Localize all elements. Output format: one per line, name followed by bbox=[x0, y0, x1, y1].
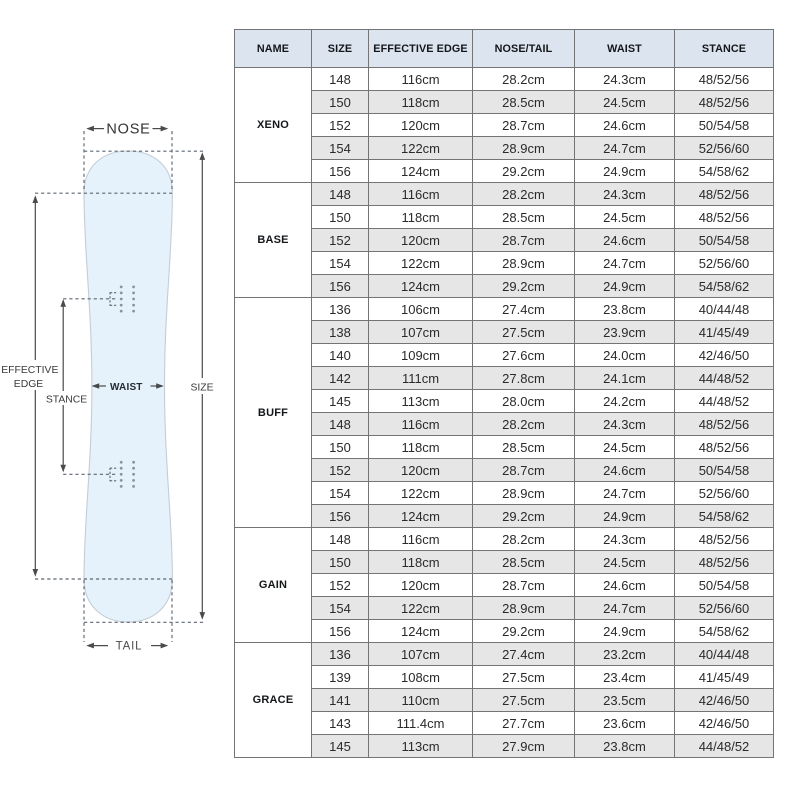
svg-text:EDGE: EDGE bbox=[14, 379, 44, 390]
svg-text:EFFECTIVE: EFFECTIVE bbox=[1, 365, 58, 376]
svg-text:WAIST: WAIST bbox=[110, 382, 143, 393]
svg-text:STANCE: STANCE bbox=[46, 395, 87, 406]
svg-text:TAIL: TAIL bbox=[116, 641, 143, 653]
svg-text:NOSE: NOSE bbox=[106, 122, 150, 138]
svg-text:SIZE: SIZE bbox=[190, 382, 213, 393]
